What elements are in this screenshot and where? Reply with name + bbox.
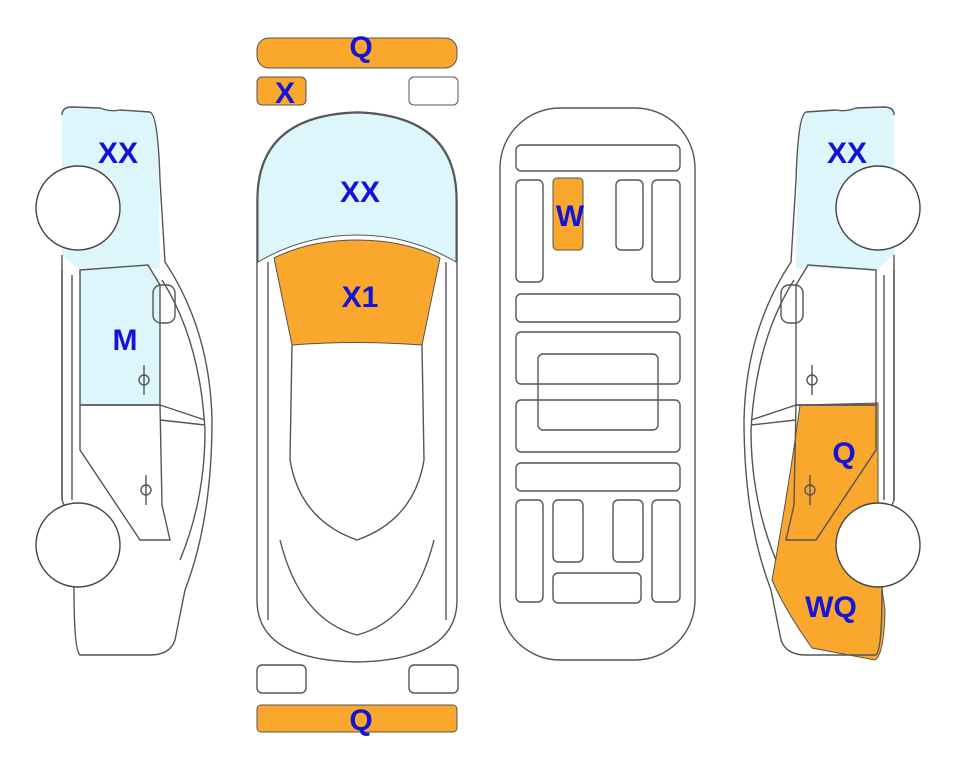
front-bumper-zone[interactable] [256,37,458,69]
left-door-label: M [113,324,138,357]
right-side-view: XX Q WQ [743,106,921,661]
windshield-zone[interactable] [257,112,457,263]
top-view: Q X XX X1 Q [256,31,459,737]
right-front-wheel [835,165,921,251]
left-door-zone[interactable] [80,265,160,405]
rear-bumper-zone[interactable] [256,704,458,733]
hood-label: X1 [342,281,379,314]
roof-panel-label: W [556,200,585,233]
left-front-wheel [35,165,121,251]
hood-zone[interactable] [273,239,441,346]
right-front-label: XX [827,137,867,170]
right-rear-door-label: Q [832,437,855,470]
floor-view: W [499,107,696,661]
left-side-view: XX M [35,106,213,656]
rear-bumper-label: Q [349,704,372,737]
front-bumper-label: Q [349,31,372,64]
left-rear-wheel [35,502,121,588]
front-left-light-zone[interactable] [256,76,307,106]
left-front-label: XX [98,137,138,170]
front-left-light-label: X [275,77,295,110]
windshield-label: XX [340,176,380,209]
right-rear-quarter-label: WQ [805,591,857,624]
right-rear-wheel [835,502,921,588]
roof-panel-zone[interactable] [552,177,584,251]
right-rear-quarter-zone[interactable] [771,402,886,661]
front-right-light[interactable] [408,76,459,106]
